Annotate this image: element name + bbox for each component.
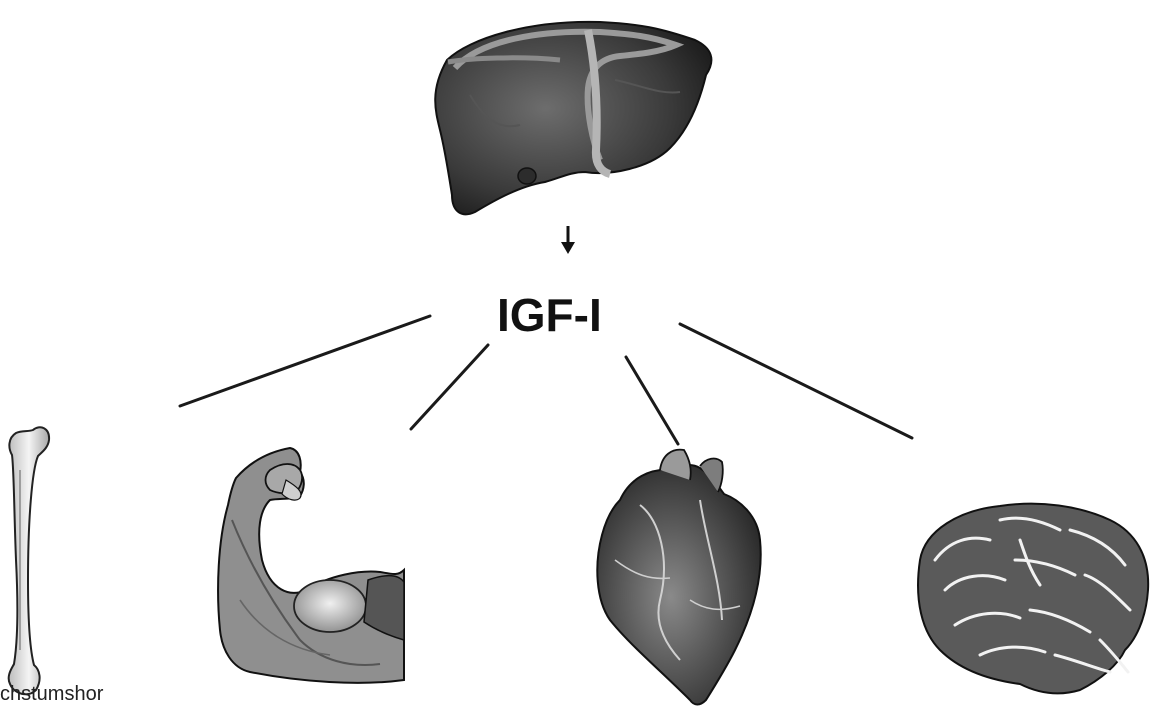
arrow-down-icon: [561, 226, 575, 254]
bone-icon: [9, 427, 49, 694]
caption-partial: chstumshor: [0, 684, 103, 704]
line-to-muscle: [411, 345, 488, 429]
heart-icon: [597, 450, 760, 705]
line-to-heart: [626, 357, 678, 444]
liver-icon: [435, 22, 711, 214]
muscle-arm-icon: [218, 448, 404, 683]
igf-label: IGF-I: [497, 292, 602, 338]
line-to-bone: [180, 316, 430, 406]
line-to-brain: [680, 324, 912, 438]
brain-icon: [918, 504, 1148, 694]
